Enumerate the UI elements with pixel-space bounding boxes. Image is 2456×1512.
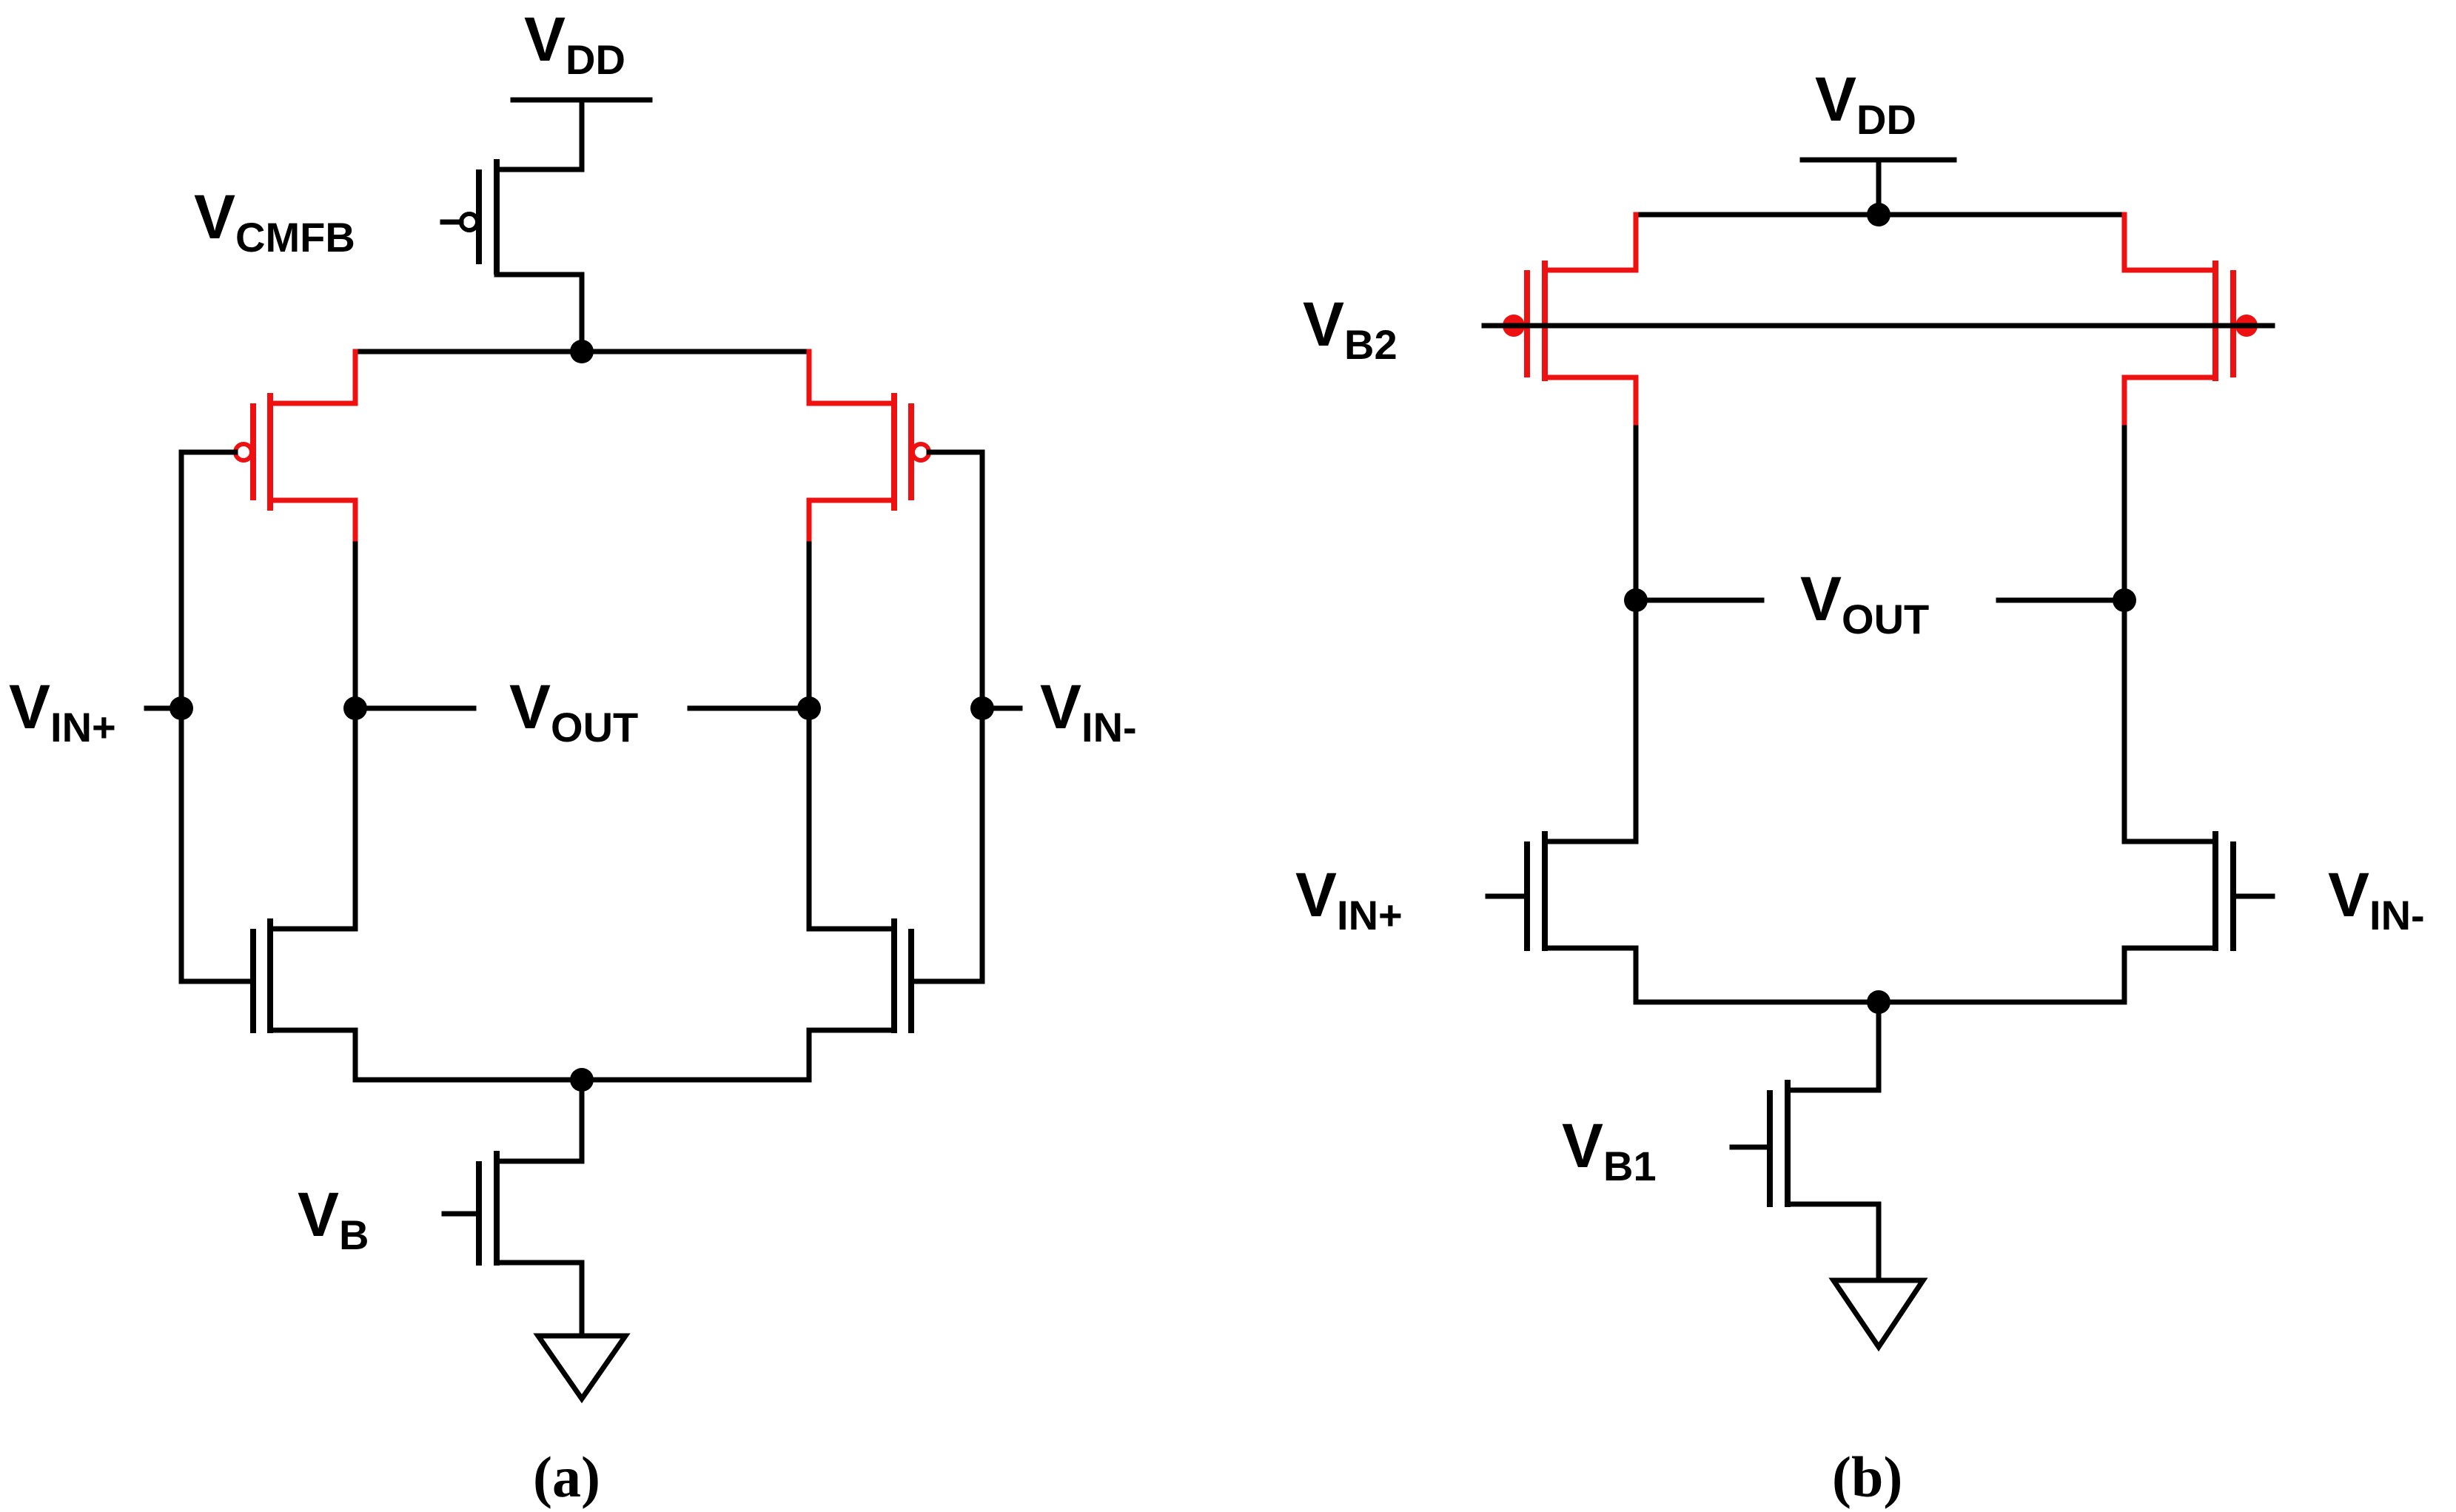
label-vin-plus-a: VIN+ [9, 672, 116, 750]
pmos-load-right-a [806, 349, 931, 547]
ground-icon-a [533, 1333, 631, 1404]
vin-minus-wire-a [908, 449, 1023, 984]
label-vout-b: VOUT [1800, 564, 1929, 642]
drain-wires-b [1624, 425, 2136, 844]
caption-a: (a) [533, 1445, 600, 1509]
label-vdd-a: VDD [524, 4, 625, 83]
label-vb1: VB1 [1562, 1111, 1657, 1189]
ground-icon-b [1828, 1277, 1928, 1352]
pmos-load-right-b [2121, 212, 2258, 431]
vdd-rail-b [1633, 157, 2127, 226]
label-vin-minus-b: VIN- [2328, 860, 2425, 938]
circuit-a: VDD VCMFB VIN+ VOUT VIN- VB (a) [9, 4, 1137, 1509]
label-vout-a: VOUT [509, 672, 638, 750]
nmos-input-left-a [250, 918, 358, 1083]
label-vdd-b: VDD [1815, 64, 1916, 143]
vdd-rail-a [510, 97, 653, 172]
nmos-input-right-a [806, 918, 914, 1083]
label-vb2: VB2 [1303, 289, 1398, 368]
nmos-input-left-b [1485, 831, 1639, 1005]
label-vin-plus-b: VIN+ [1295, 860, 1403, 938]
pmos-load-left-b [1503, 212, 1639, 431]
label-vb-a: VB [298, 1180, 369, 1258]
node-top-a [570, 340, 594, 363]
caption-b: (b) [1832, 1445, 1902, 1509]
label-vcmfb: VCMFB [194, 182, 355, 261]
nmos-input-right-b [2121, 831, 2275, 1005]
pmos-cmfb [440, 159, 585, 355]
circuit-b: VDD VB2 VOUT VIN+ VIN- VB1 (b) [1295, 64, 2425, 1509]
label-vin-minus-a: VIN- [1040, 672, 1137, 750]
nmos-tail-b [1729, 999, 1882, 1283]
pmos-load-left-a [233, 349, 358, 547]
drain-wires-a [343, 541, 821, 932]
vin-plus-wire-a [144, 449, 256, 984]
nmos-tail-a [441, 1077, 585, 1339]
